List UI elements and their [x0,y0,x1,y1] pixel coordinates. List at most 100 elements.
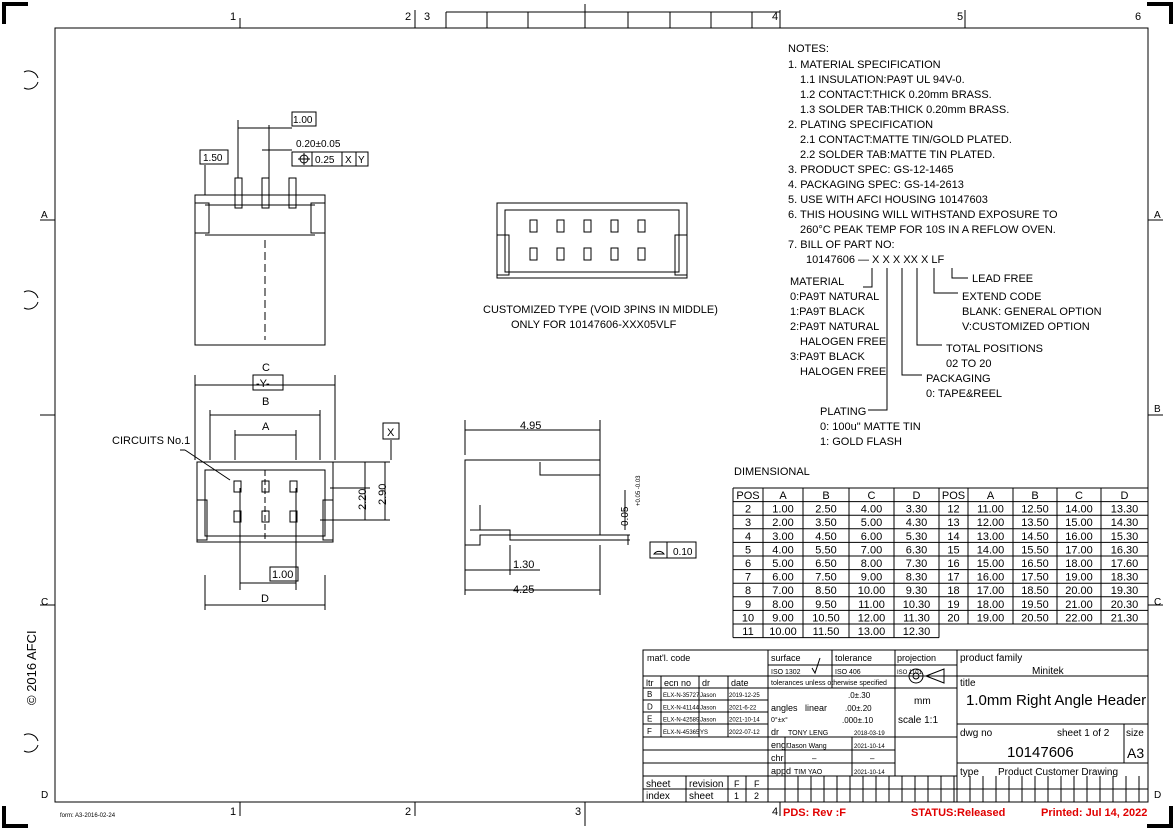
dim-table-cell: 9 [745,599,751,611]
dim-table-cell: 8.00 [772,599,793,611]
dim-table-cell: 16.00 [977,572,1005,584]
chr-label: chr [771,753,784,763]
note-7: 7. BILL OF PART NO: [788,239,895,251]
revision-cell: D [647,702,653,711]
dim-table-cell: 18.30 [1111,572,1139,584]
dim-table-cell: 8.50 [815,585,836,597]
dim-table-cell: 11.30 [903,612,930,624]
dim-table-cell: 16.00 [1065,531,1093,543]
surface-std: ISO 1302 [771,669,801,676]
tol-datum-y: Y [358,155,365,166]
bom-plating-1: 1: GOLD FLASH [820,436,902,448]
dim-table-cell: 14.00 [1065,504,1093,516]
corner-mark-tl [2,2,28,24]
size-label: size [1126,728,1144,739]
surface-label: surface [771,653,801,663]
dim-table-header: D [1121,490,1129,502]
hdr-ltr: ltr [646,678,654,688]
appd-name: TIM YAO [794,769,823,776]
dim-table-cell: 14.00 [977,544,1005,556]
dim-table-cell: 15.00 [977,558,1005,570]
chr-name: – [812,754,817,763]
pin-slot [610,247,619,261]
sheet-label: sheet [646,779,671,790]
pin-slot [289,510,298,523]
note-6: 6. THIS HOUSING WILL WITHSTAND EXPOSURE … [788,209,1058,221]
dim-table-title: DIMENSIONAL [734,466,810,478]
chr-date: – [870,754,875,763]
label-datum-x: X [387,427,395,439]
engr-date: 2021-10-14 [854,744,885,750]
pin-slot [556,219,565,233]
pin-slot [610,219,619,233]
revision-cell: 2021-10-14 [729,718,760,724]
unit-mm: mm [914,696,931,707]
dim-table-cell: 9.00 [861,572,882,584]
zone-top-4: 4 [772,11,778,23]
revision-cell: YS [700,730,708,736]
dim-0-20: 0.20±0.05 [296,139,341,150]
lin-tol-1: .0±.30 [848,691,871,700]
drawing-title: 1.0mm Right Angle Header [966,692,1146,709]
dim-table-cell: 5.50 [815,544,836,556]
dim-table-cell: 20.00 [1065,585,1093,597]
dr-name: TONY LENG [788,730,828,737]
pin-slot [637,219,646,233]
linear-label: linear [805,703,827,713]
dim-table-cell: 10.50 [812,612,840,624]
printed-date: Printed: Jul 14, 2022 [1041,807,1147,819]
hdr-dr: dr [702,678,710,688]
pin-slot [529,247,538,261]
dim-table-cell: 17.60 [1111,558,1139,570]
dim-table-cell: 11.00 [977,504,1004,516]
bom-total-positions: TOTAL POSITIONS [946,343,1043,355]
appd-date: 2021-10-14 [854,770,885,776]
pin-slot [233,480,242,493]
note-4: 4. PACKAGING SPEC: GS-14-2613 [788,179,964,191]
zone-side-c: C [41,597,48,608]
sheet-of: sheet 1 of 2 [1057,728,1110,739]
projection-symbol-icon [908,668,945,684]
dim-table-cell: 3.00 [772,531,793,543]
dim-table-cell: 14.50 [1021,531,1049,543]
dim-table-cell: 13.00 [858,626,886,638]
dim-table-cell: 6.00 [861,531,882,543]
dim-4-25: 4.25 [513,584,534,596]
revision-cell: F [647,727,652,736]
sheet-size: A3 [1127,745,1144,761]
dim-table-cell: 12 [947,504,959,516]
dim-table-cell: 17 [947,572,959,584]
bom-leader-lines [863,268,968,411]
dwg-no-label: dwg no [960,728,993,739]
dim-4-95: 4.95 [520,420,541,432]
label-b: B [262,396,269,408]
dim-1-00-bottom: 1.00 [272,569,293,581]
dim-table-cell: 18.50 [1021,585,1049,597]
dim-table-cell: 21.00 [1065,599,1093,611]
front-view [180,374,400,610]
surface-check-icon [811,657,821,675]
zone-top-5: 5 [957,11,963,23]
form-label: form: A3-2016-02-24 [60,813,116,819]
customized-note-1: CUSTOMIZED TYPE (VOID 3PINS IN MIDDLE) [483,304,718,316]
dim-table-cell: 15 [947,544,959,556]
zone-side-d-right: D [1154,790,1161,801]
dim-table-cell: 16.50 [1021,558,1049,570]
dim-table-header: C [1075,490,1083,502]
note-6-cont: 260°C PEAK TEMP FOR 10S IN A REFLOW OVEN… [800,224,1056,236]
dim-table-cell: 6.50 [815,558,836,570]
pin-slot [583,247,592,261]
dim-table-cell: 3 [745,517,751,529]
note-2-2: 2.2 SOLDER TAB:MATTE TIN PLATED. [800,149,995,161]
zone-side-c-right: C [1154,597,1161,608]
dim-table-cell: 11.50 [813,626,840,638]
dim-table-cell: 19 [947,599,959,611]
dim-table-cell: 13 [947,517,959,529]
dim-table-header: A [987,490,995,502]
status-released: STATUS:Released [911,807,1005,819]
punch-hole-2 [23,290,39,310]
dim-table-cell: 8.30 [906,572,927,584]
bom-extend-v: V:CUSTOMIZED OPTION [962,321,1090,333]
circuits-no1: CIRCUITS No.1 [112,435,190,447]
title-block-grid [784,776,1148,802]
